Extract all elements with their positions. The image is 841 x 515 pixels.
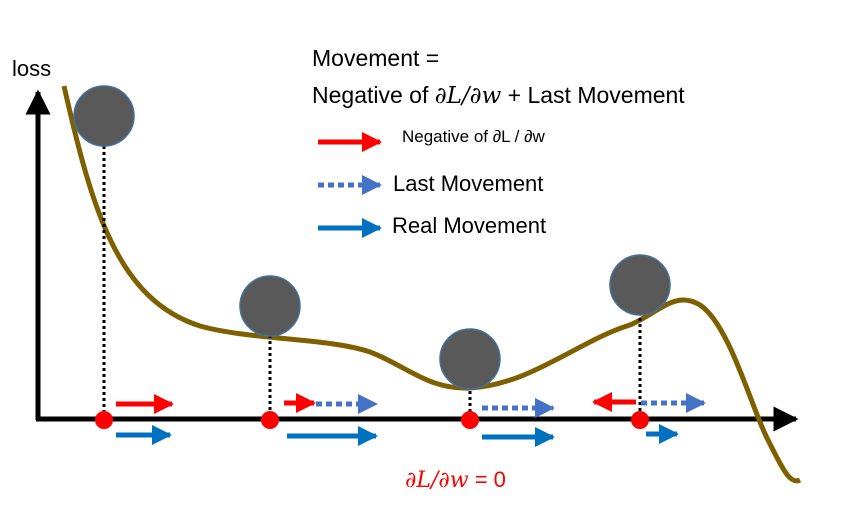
ball xyxy=(439,328,501,390)
formula-line-2: Negative of ∂L/∂w + Last Movement xyxy=(312,82,685,109)
weight-point xyxy=(95,411,113,429)
y-axis-label: loss xyxy=(12,56,51,81)
weight-point xyxy=(631,411,649,429)
legend-negative-gradient-label: Negative of ∂L / ∂w xyxy=(402,127,546,146)
formula-line-1: Movement = xyxy=(312,45,439,71)
ball xyxy=(73,85,135,147)
legend-real-movement-label: Real Movement xyxy=(392,213,546,238)
weight-point xyxy=(261,411,279,429)
ball xyxy=(239,275,301,337)
ball xyxy=(609,254,671,316)
weight-point xyxy=(461,411,479,429)
legend-last-movement-label: Last Movement xyxy=(393,171,543,196)
zero-gradient-label: ∂L/∂w = 0 xyxy=(405,467,506,493)
